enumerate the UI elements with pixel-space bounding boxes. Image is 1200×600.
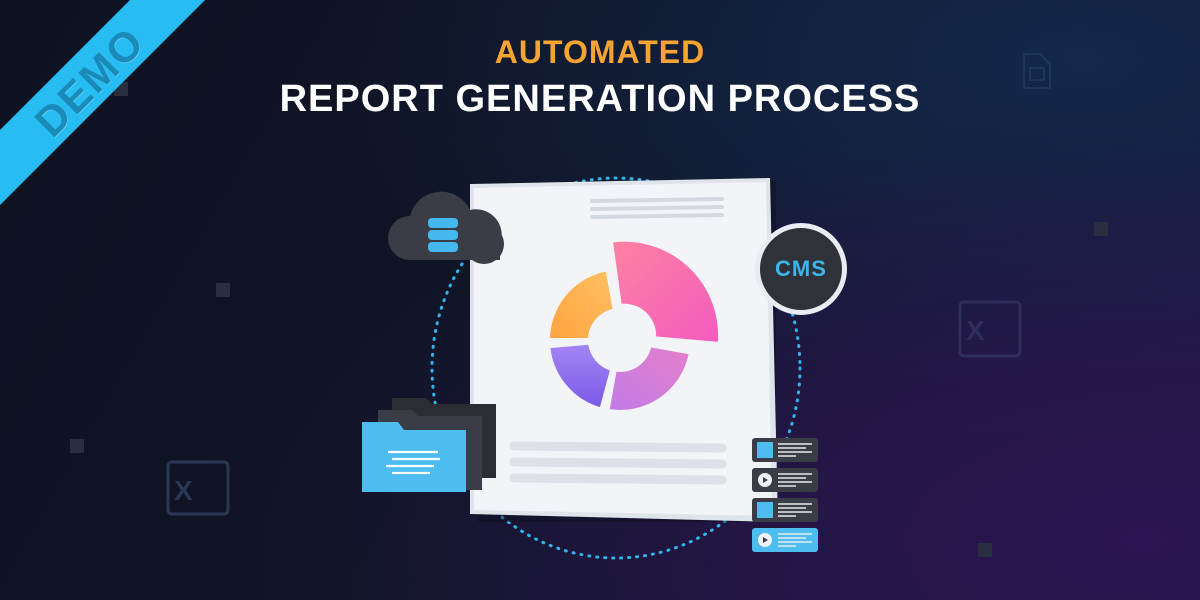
cms-badge: CMS xyxy=(755,223,847,315)
cloud-database xyxy=(388,191,504,264)
media-list-item xyxy=(752,528,818,552)
excel-icon: X xyxy=(958,300,1022,358)
media-list-item xyxy=(752,438,818,462)
document-paragraph-lines xyxy=(509,441,727,485)
cms-label: CMS xyxy=(775,256,827,281)
pie-slice xyxy=(605,342,694,414)
media-list-item xyxy=(752,468,818,492)
svg-text:X: X xyxy=(966,315,985,346)
svg-text:X: X xyxy=(174,475,193,506)
spreadsheet-icon xyxy=(1023,53,1051,89)
pie-slice xyxy=(545,266,618,342)
document-text-lines xyxy=(590,197,724,219)
report-document xyxy=(474,182,772,516)
pie-slice xyxy=(608,237,723,347)
folder-icon xyxy=(362,422,466,492)
image-icon xyxy=(757,442,773,458)
folder-text-lines xyxy=(386,450,440,475)
media-list-item xyxy=(752,498,818,522)
page-title: REPORT GENERATION PROCESS xyxy=(279,78,921,120)
folders xyxy=(362,398,496,492)
image-icon xyxy=(757,502,773,518)
pie-slice xyxy=(546,340,615,412)
excel-icon: X xyxy=(166,460,230,516)
decorative-squares xyxy=(70,82,1108,557)
database-icon xyxy=(428,218,458,252)
pie-chart xyxy=(545,237,723,414)
orbit-path xyxy=(430,176,802,560)
demo-ribbon: DEMO xyxy=(0,0,220,220)
title-highlight: AUTOMATED xyxy=(494,34,706,70)
media-list xyxy=(752,438,818,552)
